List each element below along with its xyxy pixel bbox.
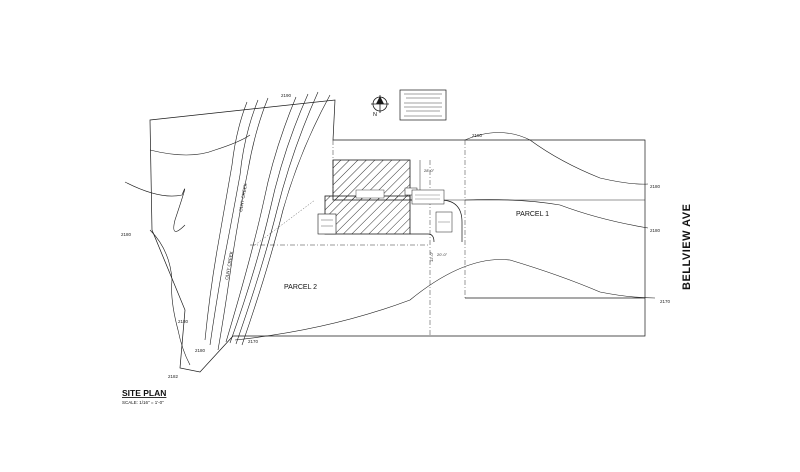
building-footprint (317, 159, 411, 235)
dimension-label: 20'-0" (437, 252, 448, 257)
north-label: N (373, 112, 377, 118)
contour-label: 2180 (195, 348, 206, 353)
contour-label: 2190 (281, 93, 292, 98)
contour-label: 2180 (650, 228, 661, 233)
parcel-lines (250, 140, 645, 336)
north-arrow-icon (371, 95, 389, 113)
contour-label: 2180 (472, 133, 483, 138)
plan-scale: SCALE: 1/16" = 1'-0" (122, 400, 164, 405)
creek-labels: OLNY CREEK OLNY CREEK (224, 183, 248, 280)
contour-lines (124, 97, 656, 366)
parcel-1-label: PARCEL 1 (516, 211, 549, 218)
contour-label: 2182 (168, 374, 179, 379)
creek-label: OLNY CREEK (224, 251, 234, 280)
creek-label: OLNY CREEK (238, 183, 248, 212)
street-name: BELLVIEW AVE (681, 204, 693, 290)
contour-label: 2180 (650, 184, 661, 189)
dimension-labels: 28'-0" 20'-0" 12'-0" (424, 168, 448, 262)
notes-box (399, 89, 447, 121)
plan-title: SITE PLAN (122, 388, 166, 398)
contour-label: 2170 (248, 339, 259, 344)
property-boundary (149, 99, 646, 373)
dimension-label: 28'-0" (424, 168, 435, 173)
contour-label: 2170 (660, 299, 671, 304)
dimension-label: 12'-0" (429, 251, 434, 262)
driveway (404, 160, 463, 243)
parcel-2-label: PARCEL 2 (284, 284, 317, 291)
creek (225, 91, 331, 346)
contour-label: 2180 (178, 319, 189, 324)
contour-label: 2180 (121, 232, 132, 237)
contour-label-group: 2190 2180 2180 2182 2170 2180 2180 2170 … (121, 93, 671, 379)
